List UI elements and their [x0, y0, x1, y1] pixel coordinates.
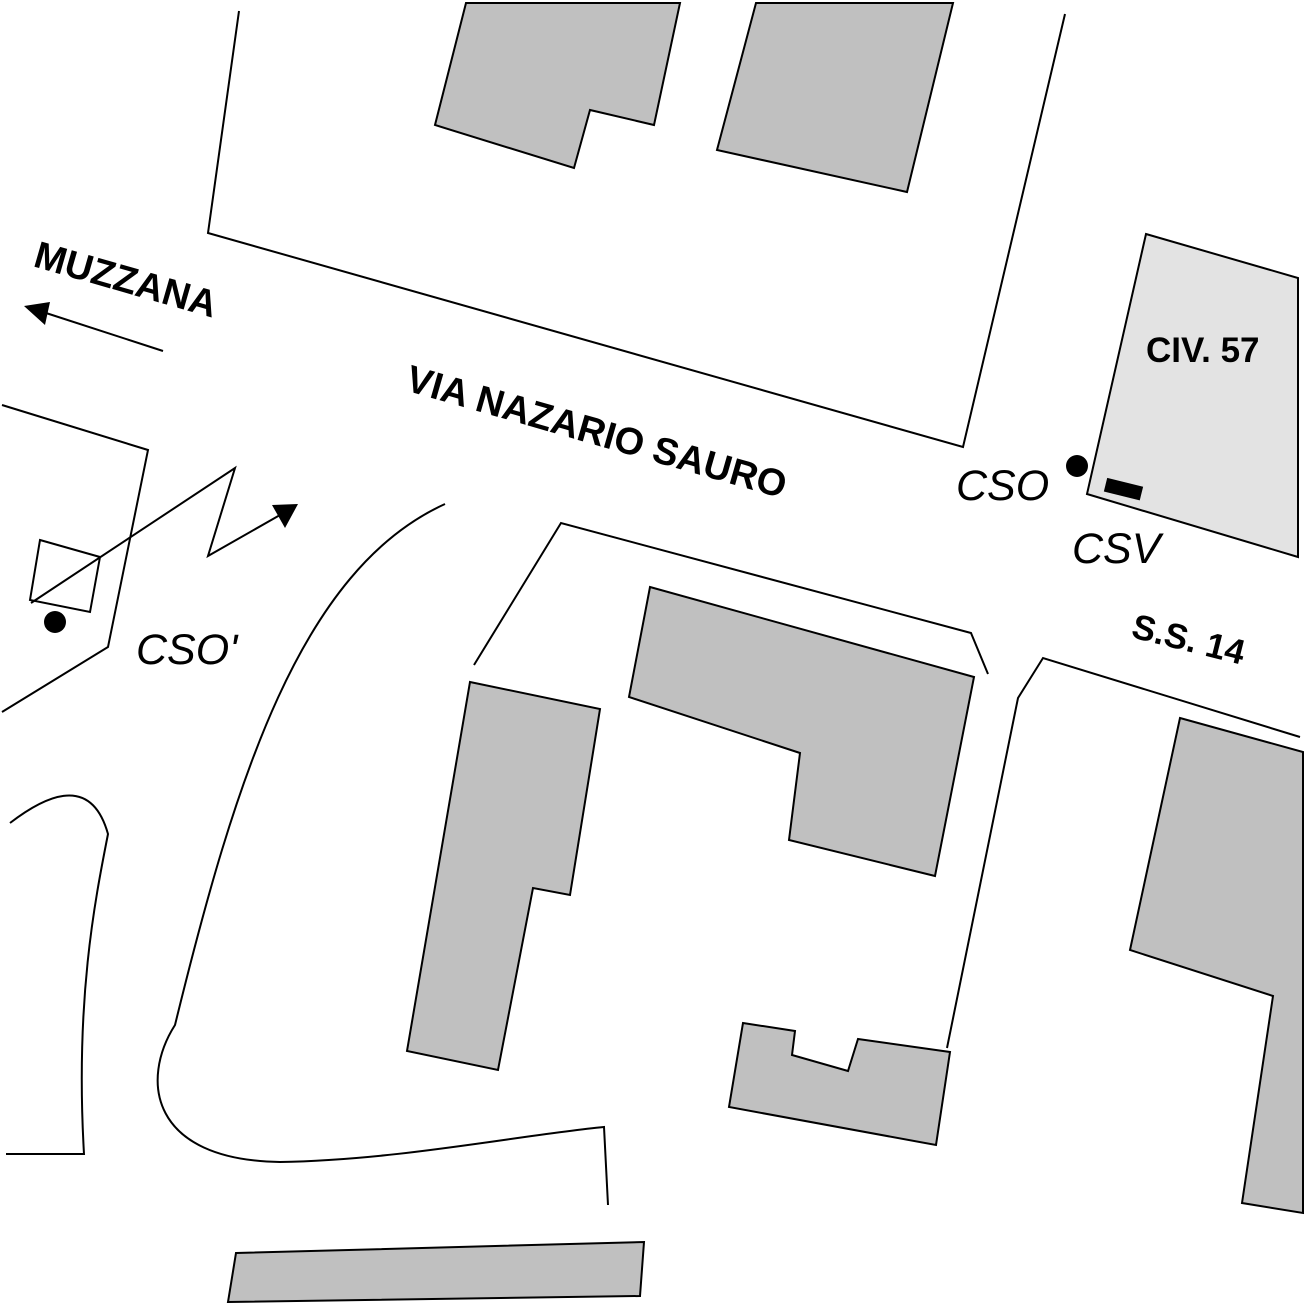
block-outline-north — [206, 10, 1066, 449]
building-number-label: CIV. 57 — [1146, 331, 1260, 370]
building-top-left — [433, 1, 682, 170]
zigzag-arrow-icon — [30, 465, 281, 604]
left-curved-road-edge — [6, 794, 110, 1155]
building-bottom-center — [727, 1021, 952, 1147]
filled-circle-icon — [1066, 455, 1088, 477]
road-edge-south-right — [946, 656, 1301, 1049]
curved-road-edge — [156, 503, 609, 1206]
arrow-left-head — [24, 302, 50, 325]
cso-label: CSO — [956, 462, 1049, 510]
road-edge-south-mid — [473, 521, 989, 675]
building-bottom-strip — [226, 1240, 646, 1303]
cso-prime-label: CSO' — [136, 626, 239, 674]
street-name-label: VIA NAZARIO SAURO — [402, 358, 792, 507]
observation-box — [28, 538, 102, 614]
filled-rectangle-icon — [1103, 477, 1144, 501]
building-right — [1128, 716, 1304, 1215]
csv-label: CSV — [1072, 525, 1165, 573]
road-number-label: S.S. 14 — [1128, 607, 1249, 673]
building-mid-l-shape — [627, 585, 976, 878]
direction-label: MUZZANA — [30, 234, 222, 326]
block-outline-west — [1, 404, 150, 713]
arrow-left-icon — [45, 312, 164, 352]
zigzag-arrowhead — [272, 504, 298, 528]
building-civ-57 — [1085, 232, 1299, 559]
filled-circle-icon-cso-prime — [44, 611, 66, 633]
building-mid-left — [405, 680, 602, 1072]
building-top-right — [715, 2, 955, 194]
